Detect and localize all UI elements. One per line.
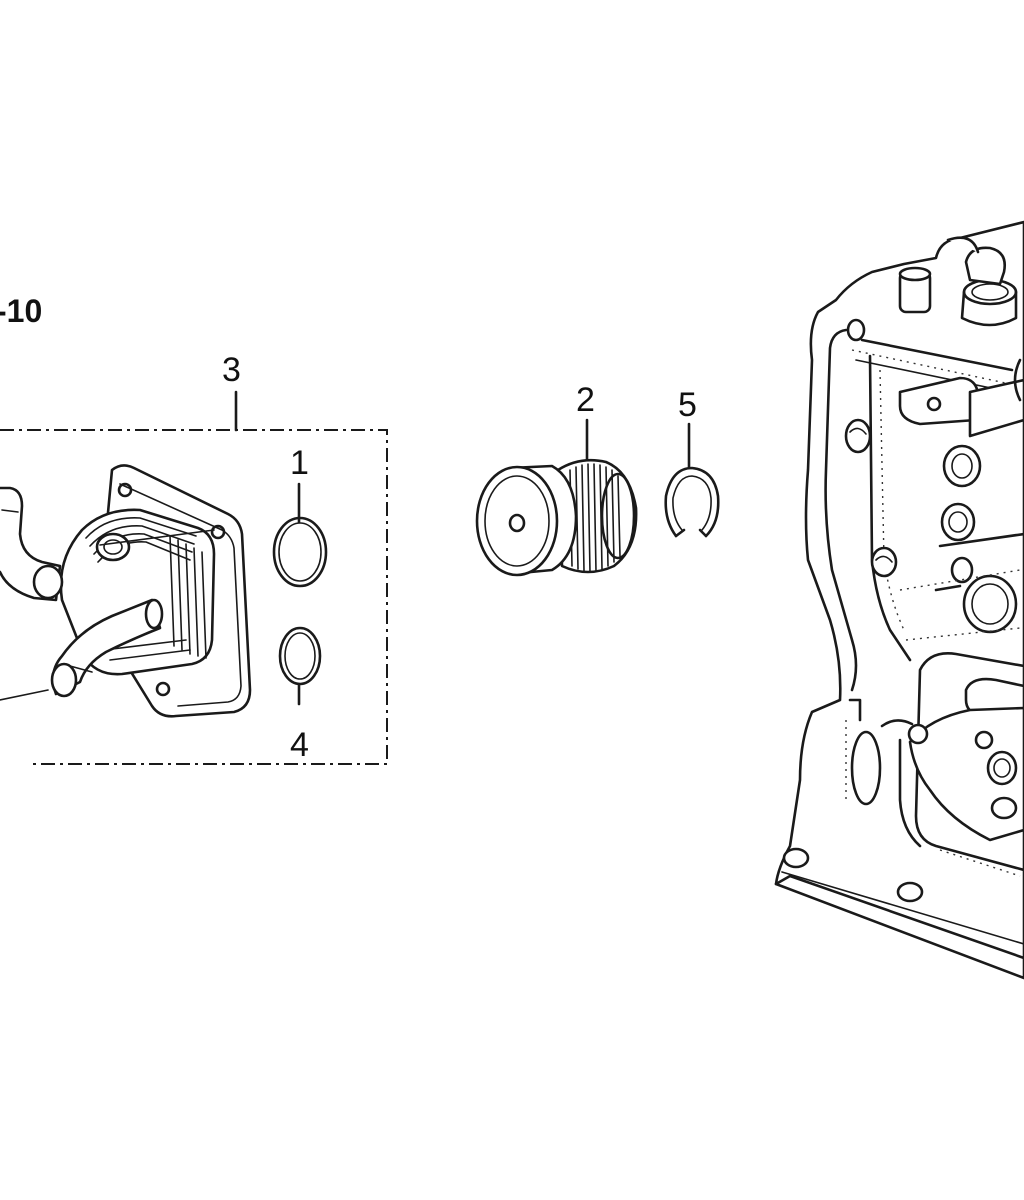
callout-4: 4 [290, 726, 309, 764]
callout-2: 2 [576, 381, 595, 419]
oil-strainer: 2 [475, 381, 638, 577]
oil-cooler [0, 464, 252, 718]
o-ring-large: 1 [272, 444, 328, 588]
snap-ring: 5 [664, 386, 720, 538]
transmission-housing [774, 220, 1024, 980]
callout-1: 1 [290, 444, 309, 482]
reference-label: -10 [0, 293, 42, 329]
o-ring-small: 4 [278, 626, 322, 764]
assembly-box [0, 390, 388, 765]
callout-5: 5 [678, 386, 697, 424]
callout-3: 3 [222, 351, 241, 389]
